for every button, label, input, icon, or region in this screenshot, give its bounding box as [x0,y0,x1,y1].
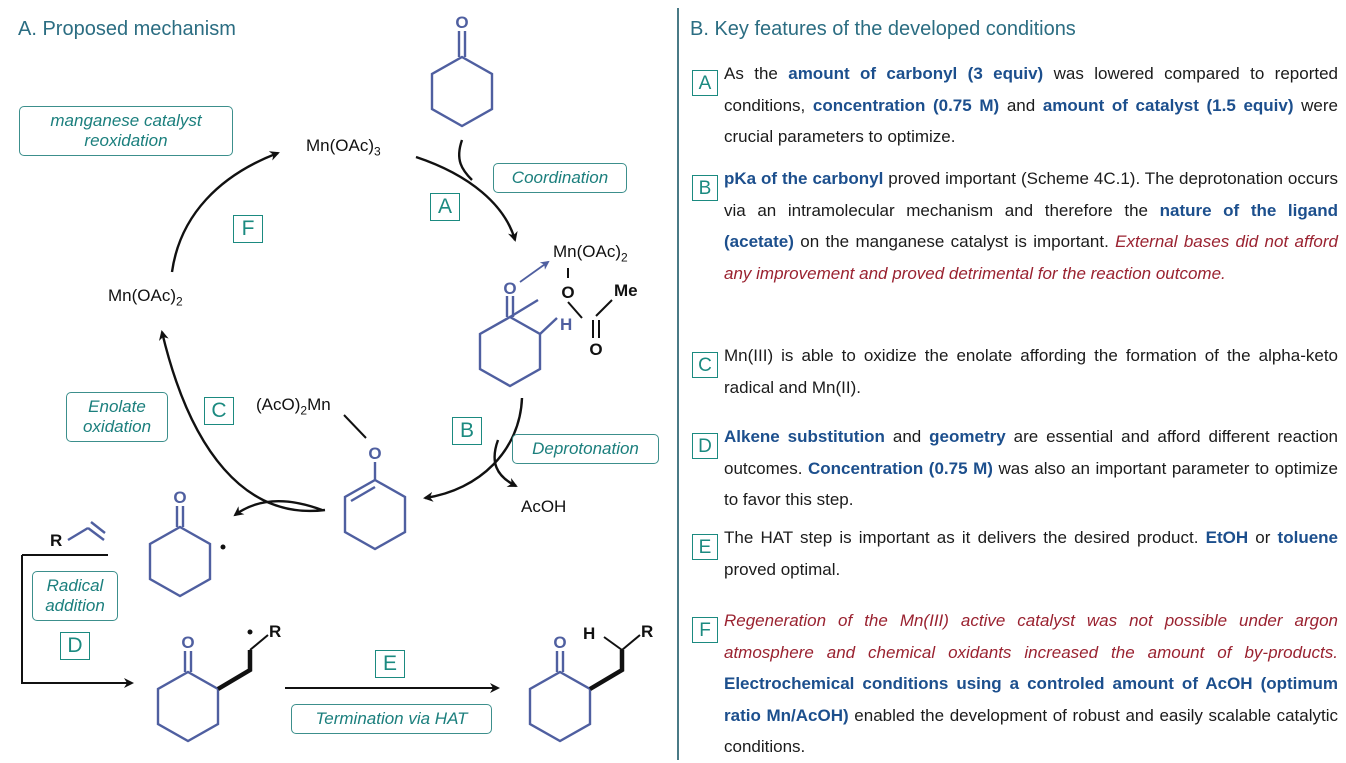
feature-segment: was also an important parameter to optim… [724,458,1338,510]
panel-divider [677,8,679,760]
label-enolate-oxidation: Enolate oxidation [66,392,168,442]
arrow-deprotonation [423,397,524,502]
label-coordination: Coordination [493,163,627,193]
arrow-acoh-out [493,439,518,488]
alpha-keto-radical [148,506,212,598]
feature-text-c: Mn(III) is able to oxidize the enolate a… [724,340,1338,403]
product-hydrogen: H [583,624,595,643]
feature-segment: amount of carbonyl (3 equiv) [788,64,1044,83]
feature-tag-d: D [692,433,718,459]
arrow-radical-addition [21,555,134,688]
acoh-label: AcOH [521,497,567,516]
feature-segment: Alkene substitution [724,427,885,446]
arrow-coordination [415,155,518,242]
step-d-tag: D [60,632,90,660]
feature-tag-a: A [692,70,718,96]
feature-segment: Electrochemical conditions using a contr… [724,674,1338,725]
complex-acetate-o2: O [589,340,602,359]
feature-segment: was lowered compared to reported conditi… [724,64,1338,115]
feature-tag-c: C [692,352,718,378]
feature-segment: External bases did not afford any improv… [724,232,1338,283]
adduct-radical [156,651,220,743]
arrow-ketone-in [458,139,473,181]
step-e-tag: E [375,650,405,678]
feature-segment: Concentration (0.75 M) [808,458,993,478]
key-features-title: B. Key features of the developed conditi… [690,18,1076,40]
step-f-tag: F [233,215,263,243]
alkene [67,521,106,542]
mn-oac2-label: Mn(OAc)2 [108,286,183,309]
feature-text-e: The HAT step is important as it delivers… [724,522,1338,585]
feature-segment: are essential and afford different react… [724,427,1339,478]
feature-segment: amount of catalyst (1.5 equiv) [1042,95,1294,115]
product-r: R [641,622,653,641]
top-oxygen: O [455,13,468,32]
feature-segment: were crucial parameters to optimize. [724,95,1339,147]
feature-tag-b: B [692,175,718,201]
radical-dot [220,544,226,550]
feature-segment: concentration (0.75 M) [812,95,1000,115]
step-b-tag: B [452,417,482,445]
mechanism-panel: A. Proposed mechanism O [0,0,672,763]
step-a-tag: A [430,193,460,221]
cyclohexanone-top [430,31,494,128]
mn-oac3-label: Mn(OAc)3 [306,136,381,159]
feature-segment: and [999,95,1043,115]
product [528,651,592,743]
feature-tag-e: E [692,534,718,560]
feature-segment: on the manganese catalyst is important. [793,232,1116,251]
complex-structure [478,296,558,388]
complex-acetate-o: O [561,283,574,302]
feature-segment: pKa of the carbonyl [724,169,884,188]
aco2mn-label: (AcO)2Mn [256,395,331,418]
feature-segment: The HAT step is important as it delivers… [724,528,1206,547]
enolate-oxygen: O [368,444,381,463]
feature-segment: proved important (Scheme 4C.1). The depr… [724,169,1339,220]
complex-methyl: Me [614,281,638,300]
radical-oxygen: O [173,488,186,507]
label-deprotonation: Deprotonation [512,434,659,464]
feature-tag-f: F [692,617,718,643]
adduct-radical-dot [247,629,253,635]
feature-text-b: pKa of the carbonyl proved important (Sc… [724,163,1338,289]
label-termination: Termination via HAT [291,704,492,734]
mechanism-title: A. Proposed mechanism [18,18,236,40]
arrow-mn2-formation [158,330,326,513]
feature-segment: EtOH [1205,528,1249,547]
feature-segment: or [1248,528,1278,547]
complex-mn-label: Mn(OAc)2 [553,242,628,265]
adduct-oxygen: O [181,633,194,652]
feature-segment: nature of the ligand (acetate) [724,200,1338,252]
label-radical-addition: Radical addition [32,571,118,621]
alkene-r: R [50,531,62,550]
feature-segment: geometry [929,427,1006,446]
feature-text-a: As the amount of carbonyl (3 equiv) was … [724,58,1338,153]
arrow-reoxidation [170,151,280,273]
feature-text-f: Regeneration of the Mn(III) active catal… [724,605,1338,763]
feature-segment: and [884,427,930,446]
arrow-enolate-oxidation [233,500,323,517]
feature-segment: Regeneration of the Mn(III) active catal… [724,611,1338,662]
feature-segment: proved optimal. [724,559,841,579]
mechanism-scheme: O O O O Me H O [21,13,653,743]
mn-enolate-structure [343,462,407,551]
feature-text-d: Alkene substitution and geometry are ess… [724,421,1338,516]
feature-segment: enabled the development of robust and ea… [724,705,1338,757]
product-oxygen: O [553,633,566,652]
step-c-tag: C [204,397,234,425]
coordination-arrow [519,260,550,283]
adduct-r: R [269,622,281,641]
feature-segment: Mn(III) is able to oxidize the enolate a… [724,346,1338,397]
feature-segment: As the [724,64,789,83]
key-features-panel: B. Key features of the developed conditi… [680,0,1346,763]
label-reoxidation: manganese catalyst reoxidation [19,106,233,156]
complex-hydrogen: H [560,315,572,334]
feature-segment: toluene [1277,528,1338,547]
complex-oxygen: O [503,279,516,298]
